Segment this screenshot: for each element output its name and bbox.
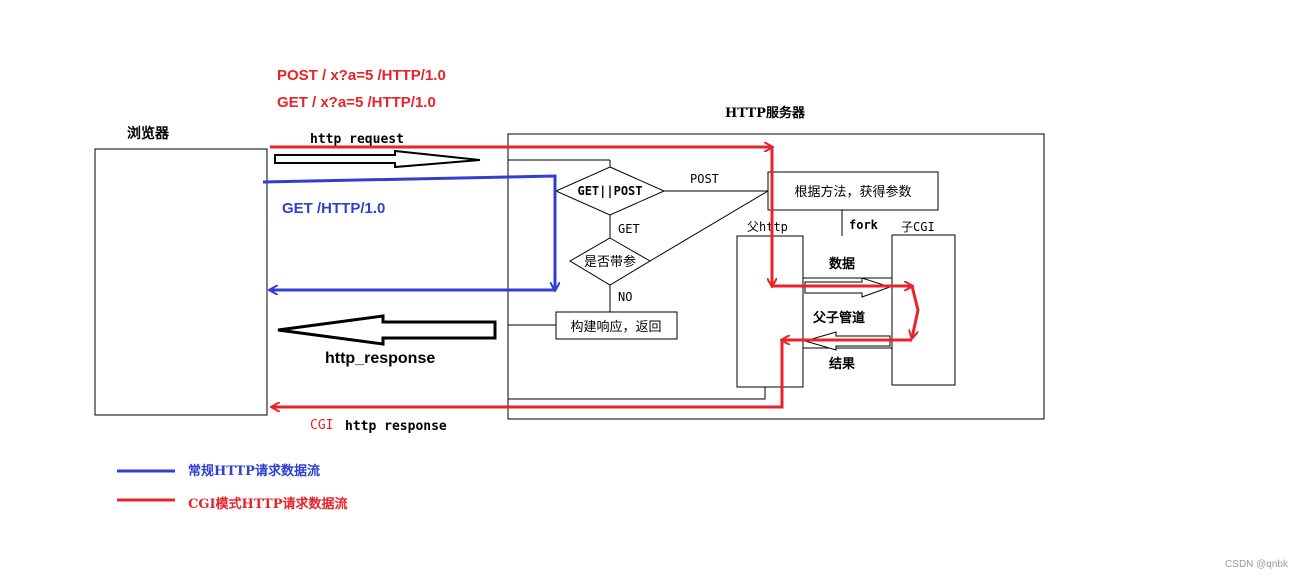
data-label: 数据 <box>829 256 855 272</box>
get-request-label: GET / x?a=5 /HTTP/1.0 <box>277 94 436 111</box>
browser-box <box>94 148 268 416</box>
cgi-prefix-label: CGI <box>310 418 333 433</box>
browser-label: 浏览器 <box>127 125 170 142</box>
server-return-line <box>508 387 766 400</box>
parent-http-box <box>736 235 804 388</box>
child-cgi-label: 子CGI <box>901 220 935 234</box>
red-response-path <box>272 340 784 407</box>
http-request-label: http request <box>310 132 404 147</box>
http-server-label: HTTP服务器 <box>725 105 806 121</box>
param-yes-line <box>649 190 769 262</box>
fork-label: fork <box>849 218 879 232</box>
http-response-arrow <box>277 314 497 346</box>
blue-request-path <box>262 174 555 290</box>
red-in-child-path <box>912 285 920 338</box>
http-response-label: http_response <box>325 350 435 367</box>
post-request-label: POST / x?a=5 /HTTP/1.0 <box>277 67 446 84</box>
get-label: GET <box>618 222 640 236</box>
http-request-arrow <box>274 149 481 169</box>
parent-http-label: 父http <box>747 220 788 234</box>
decision-method-label: GET||POST <box>577 184 642 198</box>
get-params-label: 根据方法，获得参数 <box>794 184 911 200</box>
result-label: 结果 <box>829 356 855 372</box>
legend-regular-label: 常规HTTP请求数据流 <box>188 463 320 479</box>
no-label: NO <box>618 290 632 304</box>
cgi-http-response-label: http response <box>345 419 447 434</box>
build-response-box <box>555 311 678 340</box>
decision-param-label: 是否带参 <box>584 254 636 270</box>
get-params-box <box>767 171 939 211</box>
child-cgi-box <box>891 234 956 386</box>
post-label: POST <box>690 172 719 186</box>
http-server-box <box>507 133 1045 420</box>
watermark: CSDN @qnbk <box>1225 559 1289 570</box>
build-response-label: 构建响应，返回 <box>570 319 661 335</box>
pipe-label: 父子管道 <box>812 310 865 326</box>
get-http-label: GET /HTTP/1.0 <box>282 200 385 217</box>
legend-cgi-label: CGI模式HTTP请求数据流 <box>188 496 347 512</box>
